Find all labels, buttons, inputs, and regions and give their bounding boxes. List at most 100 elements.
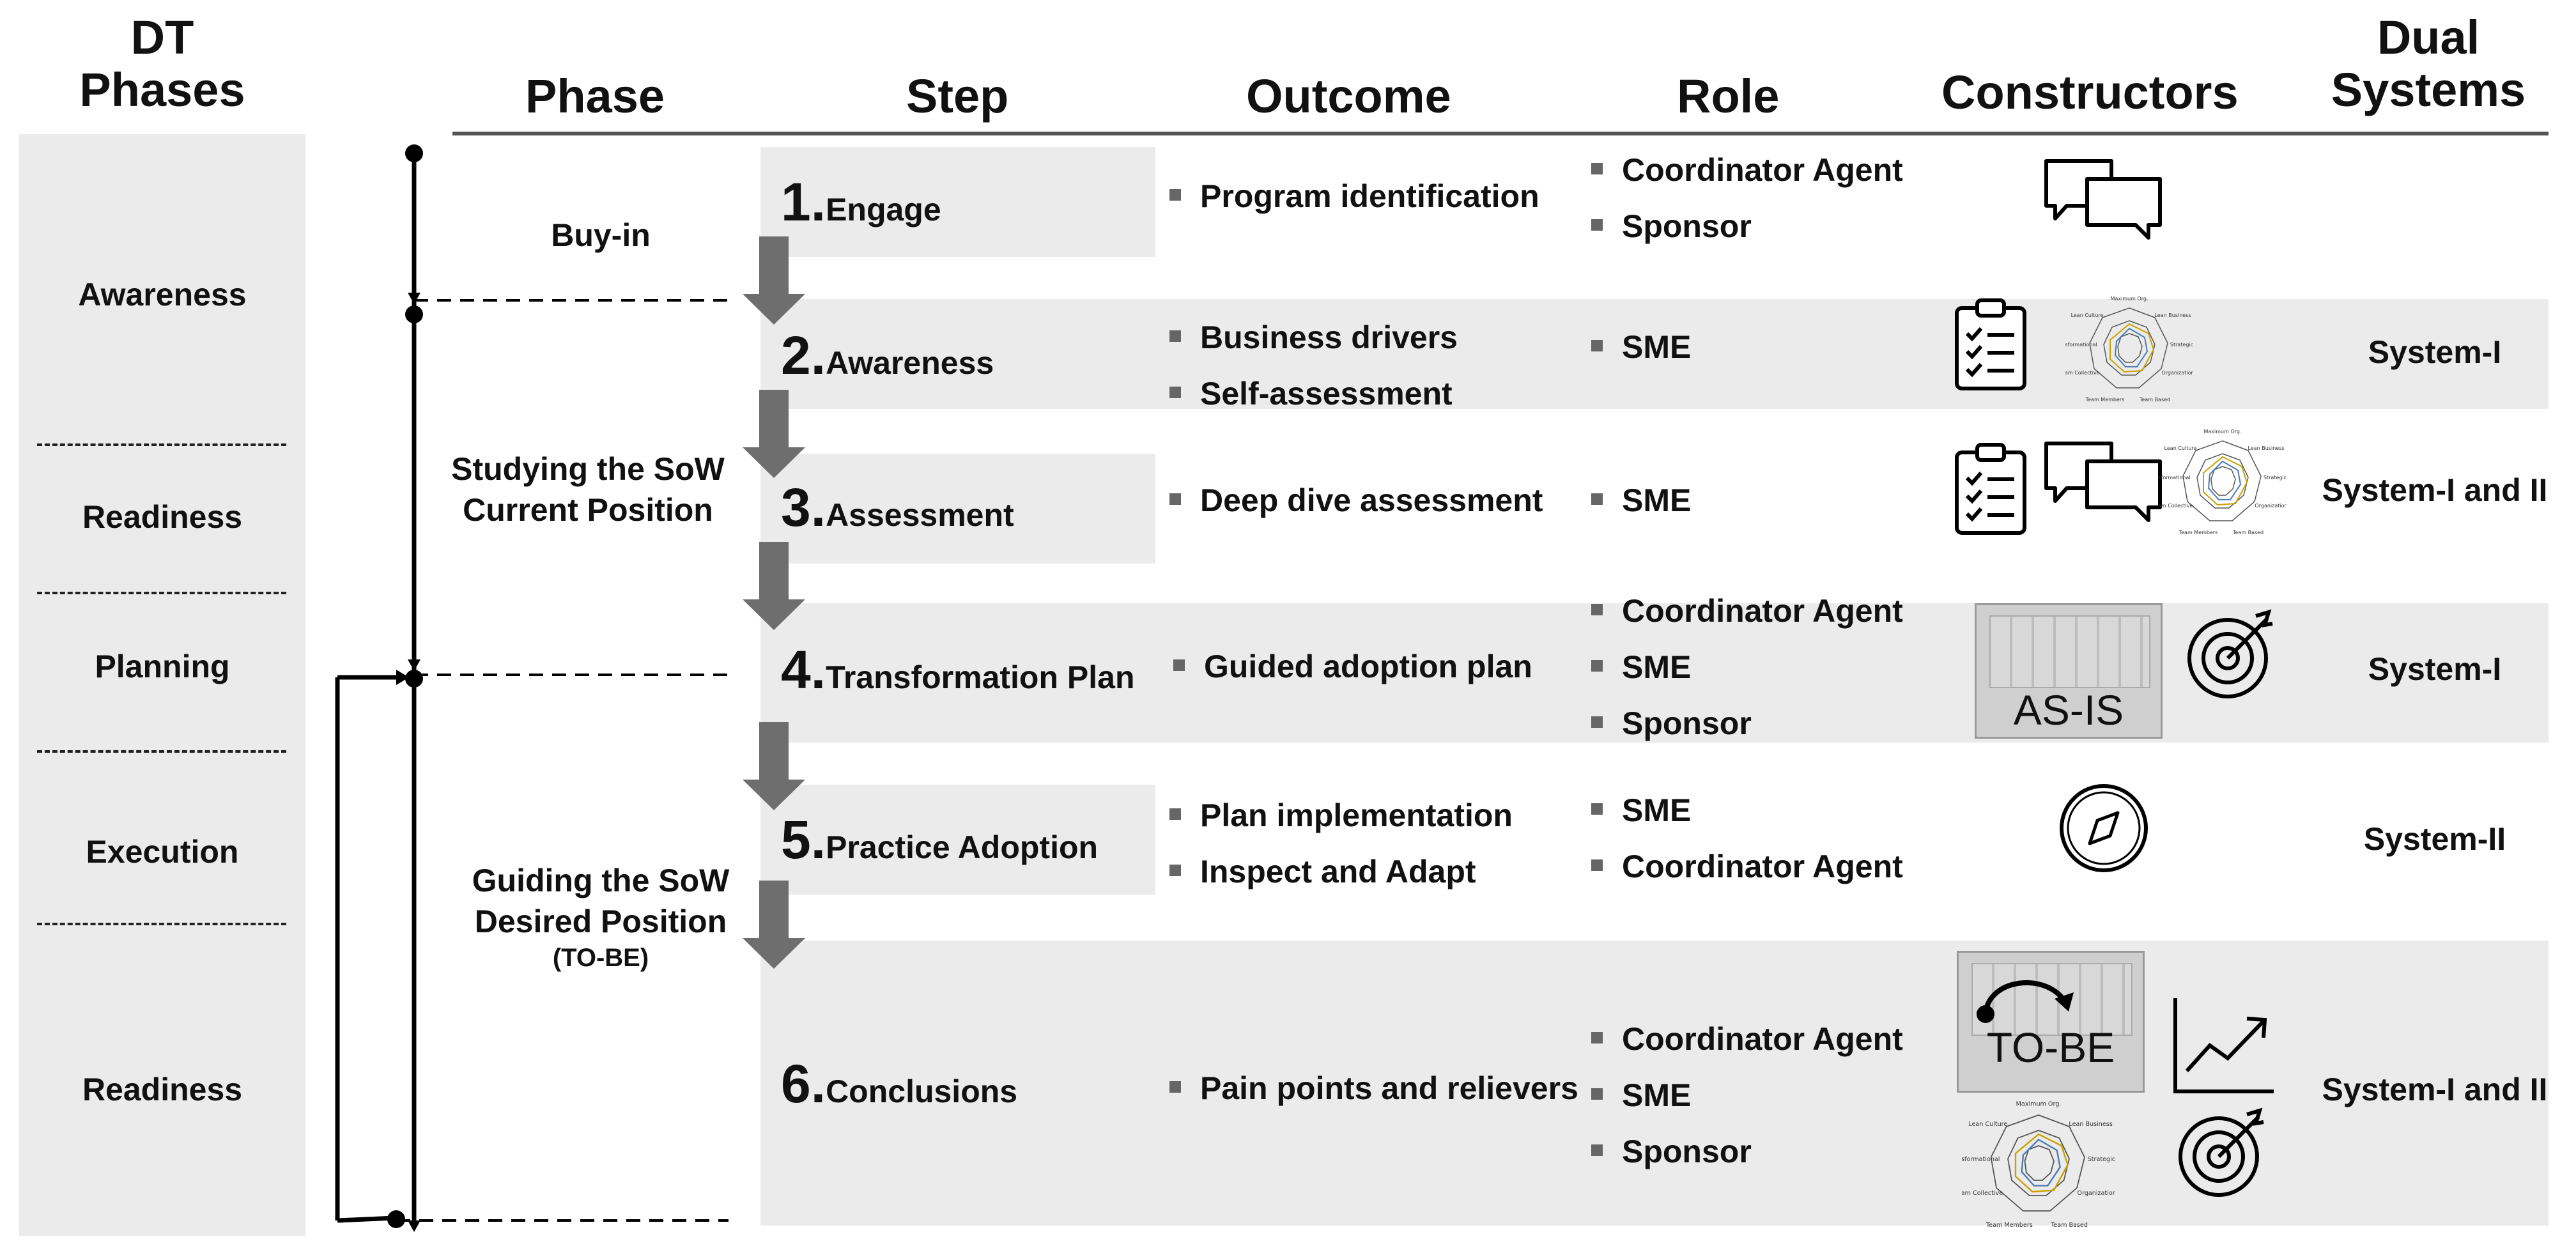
roles-step-3: SME [1591, 482, 1691, 519]
as-is-label: AS-IS [2013, 686, 2124, 734]
svg-text:Team Collective: Team Collective [2065, 370, 2100, 376]
step-text: Awareness [826, 345, 994, 381]
step-text: Conclusions [826, 1074, 1018, 1109]
roles-step-6: Coordinator Agent SME Sponsor [1591, 1011, 1903, 1180]
svg-text:Lean Culture: Lean Culture [1968, 1121, 2007, 1128]
down-arrow-icon [743, 236, 805, 325]
step-number: 4. [781, 640, 826, 700]
timeline-node [405, 305, 423, 323]
step-box-2 [760, 299, 1155, 409]
roles-step-4: Coordinator Agent SME Sponsor [1591, 583, 1903, 751]
dual-system-step-3: System-I and II [2322, 472, 2548, 508]
svg-text:Transformational: Transformational [1962, 1156, 2000, 1163]
down-arrow-icon [743, 881, 805, 969]
outcome-item: Inspect and Adapt [1169, 843, 1513, 900]
step-box-6 [760, 941, 1155, 1226]
svg-text:Strategic: Strategic [2170, 342, 2193, 348]
radar-chart-icon: Maximum Org. Lean Business Strategic Org… [2065, 296, 2193, 403]
role-item: Coordinator Agent [1591, 142, 1903, 198]
speech-bubbles-icon [2044, 442, 2162, 522]
outcome-item: Program identification [1169, 178, 1539, 215]
down-arrow-icon [743, 542, 805, 630]
step-text: Engage [826, 192, 941, 227]
svg-text:Team Members: Team Members [1986, 1222, 2033, 1229]
svg-text:Maximum Org.: Maximum Org. [2110, 296, 2148, 302]
as-is-thumbnail: AS-IS [1975, 603, 2163, 739]
role-item: SME [1591, 1067, 1903, 1123]
phase-buy-in: Buy-in [551, 217, 651, 253]
step-number: 5. [781, 810, 826, 870]
dual-system-step-2: System-I [2368, 334, 2502, 370]
dt-phase-separator [37, 443, 286, 446]
svg-text:Team Members: Team Members [2085, 397, 2125, 403]
role-item: Coordinator Agent [1591, 583, 1903, 639]
step-text: Transformation Plan [826, 659, 1135, 695]
phase-guiding-line-2: Desired Position [474, 904, 727, 939]
dt-phase-separator [37, 592, 286, 594]
role-item: Sponsor [1591, 695, 1903, 751]
step-number: 3. [781, 477, 826, 537]
checklist-clipboard-icon [1955, 298, 2026, 390]
svg-text:Team Based: Team Based [2050, 1222, 2088, 1229]
phase-guiding-line-1: Guiding the SoW [472, 863, 730, 898]
outcomes-step-5: Plan implementation Inspect and Adapt [1169, 787, 1513, 900]
dt-phase-awareness: Awareness [78, 277, 247, 312]
outcomes-step-2: Business drivers Self-assessment [1169, 309, 1458, 422]
step-number: 2. [781, 325, 826, 385]
svg-text:Team Collective: Team Collective [1962, 1190, 2003, 1197]
phase-guiding-line-3: (TO-BE) [552, 944, 649, 972]
outcome-item: Business drivers [1169, 309, 1458, 366]
step-label-6: 6.Conclusions [781, 1053, 1017, 1115]
role-item: Coordinator Agent [1591, 838, 1903, 895]
svg-text:Maximum Org.: Maximum Org. [2016, 1101, 2062, 1108]
timeline-node [405, 144, 423, 162]
outcome-item: Plan implementation [1169, 787, 1513, 843]
down-arrow-icon [743, 722, 805, 810]
outcomes-step-6: Pain points and relievers [1169, 1070, 1578, 1107]
svg-text:Team Based: Team Based [2232, 530, 2264, 535]
outcomes-step-3: Deep dive assessment [1169, 482, 1543, 519]
outcomes-step-1: Program identification [1169, 178, 1539, 215]
dt-phase-separator [37, 750, 286, 753]
target-icon [2179, 1107, 2264, 1197]
outcome-item: Guided adoption plan [1173, 648, 1532, 685]
dt-phase-execution: Execution [86, 834, 239, 870]
step-flow-arrows [743, 236, 805, 969]
role-item: SME [1591, 639, 1903, 695]
outcome-item: Pain points and relievers [1169, 1070, 1578, 1107]
dual-system-step-4: System-I [2368, 651, 2502, 687]
step-label-4: 4.Transformation Plan [781, 639, 1135, 701]
to-be-label: TO-BE [1986, 1024, 2115, 1071]
roles-step-2: SME [1591, 328, 1691, 366]
radar-chart-icon: Maximum Org. Lean Business Strategic Org… [1962, 1101, 2115, 1229]
to-be-thumbnail: TO-BE [1957, 951, 2145, 1093]
timeline-node [405, 670, 423, 688]
role-item: Sponsor [1591, 1123, 1903, 1180]
step-number: 1. [781, 172, 826, 232]
dual-systems-header: Dual Systems [2313, 12, 2543, 116]
step-text: Practice Adoption [826, 829, 1099, 865]
step-box-3 [760, 454, 1155, 564]
radar-chart-icon: Maximum Org. Lean Business Strategic Org… [2159, 429, 2287, 535]
svg-text:Team Members: Team Members [2179, 530, 2218, 535]
step-text: Assessment [826, 497, 1014, 533]
curved-arrow-icon [1977, 980, 2074, 1023]
step-number: 6. [781, 1054, 826, 1114]
step-box-5 [760, 785, 1155, 895]
role-item: Sponsor [1591, 198, 1903, 254]
checklist-clipboard-icon [1955, 443, 2026, 535]
svg-text:Lean Business: Lean Business [2069, 1121, 2112, 1128]
svg-text:Strategic: Strategic [2264, 475, 2287, 481]
step-box-4 [760, 603, 1155, 743]
dual-system-step-6: System-I and II [2322, 1072, 2548, 1107]
dt-phases-column [19, 134, 305, 1236]
phase-guiding: Guiding the SoW Desired Position (TO-BE) [435, 860, 767, 974]
phase-studying-line-2: Current Position [463, 492, 713, 528]
dual-systems-header-text: Dual Systems [2331, 11, 2526, 116]
phase-header: Phase [525, 70, 665, 123]
dt-phase-separator [37, 923, 286, 925]
dt-phase-readiness-2: Readiness [82, 1072, 243, 1107]
header-rule [452, 132, 2549, 135]
role-header: Role [1677, 70, 1780, 123]
phase-timeline [335, 144, 729, 1232]
